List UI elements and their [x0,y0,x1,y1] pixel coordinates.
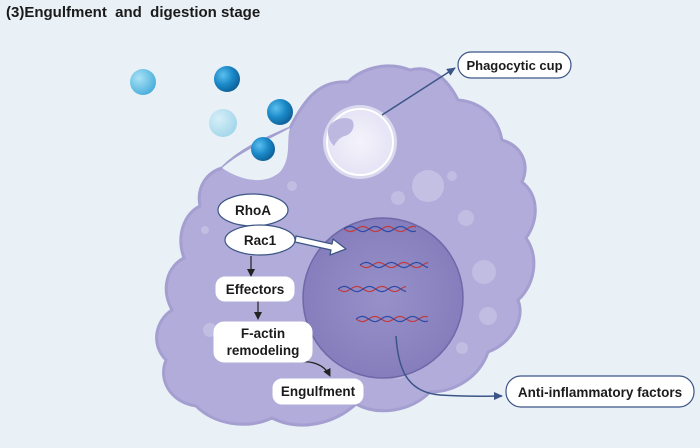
particle-dark [251,137,275,161]
factors-pointer-arrow [395,335,503,401]
phagocytic-cup [323,105,397,179]
factin-text: F-actin [241,326,285,341]
dna-strand [343,225,417,233]
cup-pointer-arrow [381,67,456,116]
dna-strands [337,225,429,323]
phagocytic-cup-text: Phagocytic cup [466,58,562,73]
particle-pale [209,109,237,137]
rac1-text: Rac1 [244,233,277,248]
particle-light [130,69,156,95]
label-phagocytic-cup: Phagocytic cup [457,51,572,79]
dna-strand [337,285,407,293]
remodeling-text: remodeling [227,343,300,358]
label-anti-inflammatory: Anti-inflammatory factors [505,375,695,408]
particle-dark [267,99,293,125]
rhoa-text: RhoA [235,203,271,218]
particle-dark [214,66,240,92]
effectors-text: Effectors [226,282,285,297]
apoptotic-particles [130,66,293,161]
node-factin-remodeling: F-actin remodeling [213,321,313,363]
anti-inflammatory-text: Anti-inflammatory factors [518,385,682,400]
dna-strand [355,315,429,323]
node-rhoa: RhoA [217,193,289,227]
page-title: (3)Engulfment and digestion stage [6,4,261,21]
arrow-rac1-nucleus [294,235,347,256]
node-engulfment: Engulfment [272,378,364,405]
engulfment-text: Engulfment [281,384,356,399]
node-effectors: Effectors [215,276,295,302]
node-rac1: Rac1 [224,224,296,256]
dna-strand [359,261,429,269]
nucleus [302,217,464,379]
